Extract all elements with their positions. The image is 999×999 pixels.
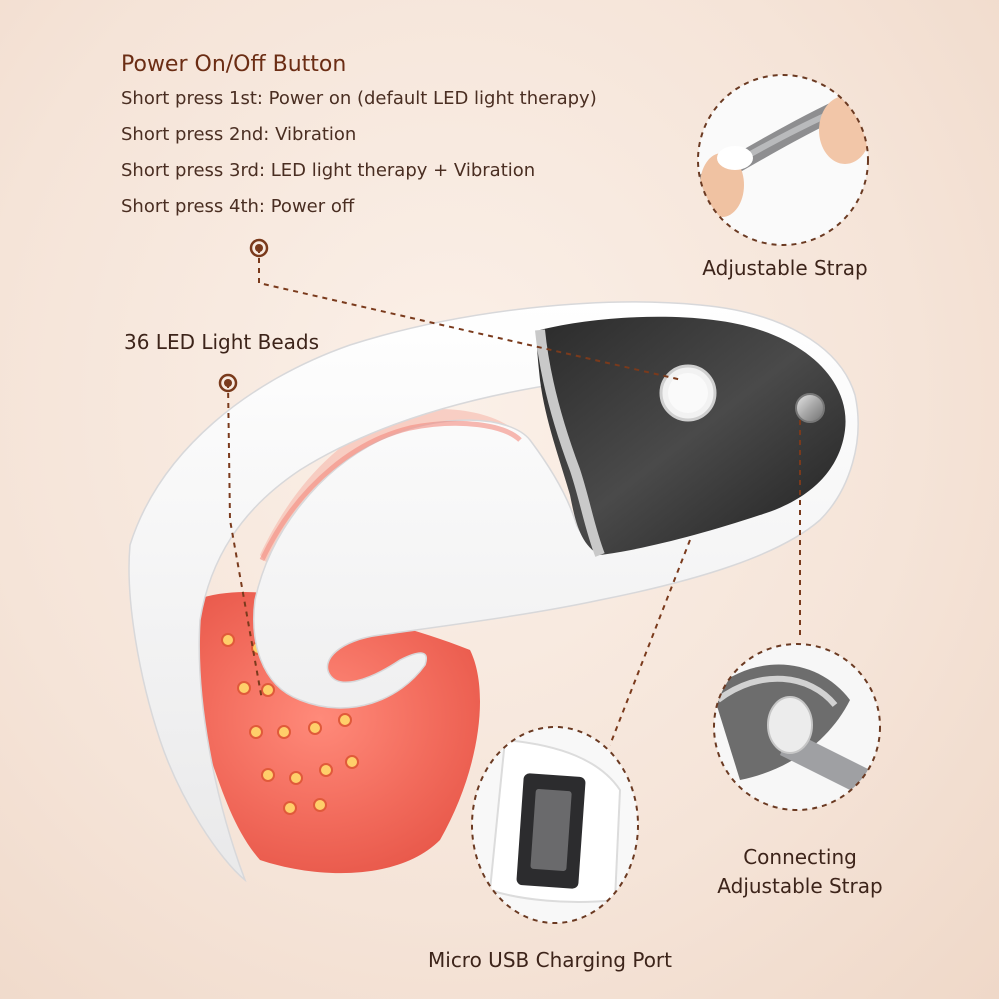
- connect-inset: [713, 643, 881, 811]
- power-line-2: Short press 2nd: Vibration: [121, 124, 357, 145]
- power-line-1: Short press 1st: Power on (default LED l…: [121, 88, 597, 109]
- leader-lines: [227, 248, 801, 746]
- led-marker: [218, 373, 238, 393]
- callout-markers: [218, 238, 269, 393]
- power-line-3: Short press 3rd: LED light therapy + Vib…: [121, 160, 536, 181]
- control-panel: [537, 316, 846, 555]
- strap-inset: [697, 74, 869, 246]
- power-title: Power On/Off Button: [121, 52, 347, 77]
- connect-label-line1: Connecting: [743, 845, 857, 869]
- usb-label: Micro USB Charging Port: [428, 948, 672, 972]
- strap-connector-pin: [795, 393, 825, 423]
- power-line-4: Short press 4th: Power off: [121, 196, 355, 217]
- usb-inset: [471, 726, 639, 924]
- inner-glow-edge: [259, 420, 522, 562]
- led-beads-label: 36 LED Light Beads: [124, 330, 320, 354]
- strap-label: Adjustable Strap: [702, 256, 868, 280]
- connect-label-line2: Adjustable Strap: [717, 874, 883, 898]
- power-marker: [249, 238, 269, 258]
- panel-bezel: [535, 329, 605, 557]
- device-shell: [128, 301, 859, 883]
